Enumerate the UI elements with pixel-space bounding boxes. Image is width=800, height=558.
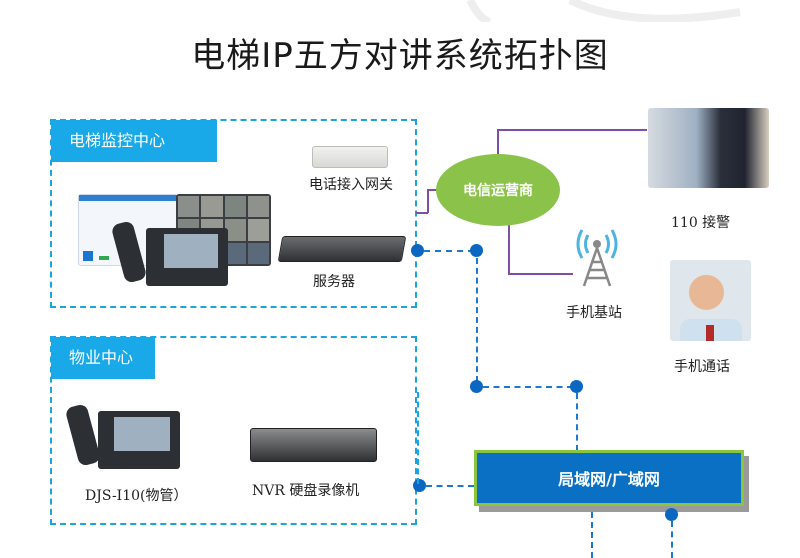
label-nvr: NVR 硬盘录像机	[252, 483, 360, 499]
connector-node	[411, 244, 424, 257]
link-dashed	[476, 258, 478, 382]
link-dashed	[591, 512, 593, 558]
connector-node	[470, 244, 483, 257]
connector-node	[413, 479, 426, 492]
link-telecom-to-police	[497, 129, 647, 131]
link-telecom-to-tower	[508, 273, 573, 275]
page-title: 电梯IP五方对讲系统拓扑图	[191, 36, 609, 76]
label-server: 服务器	[313, 274, 355, 290]
label-base-station: 手机基站	[566, 305, 622, 321]
link-dashed	[671, 521, 673, 558]
cell-tower-icon	[576, 229, 618, 287]
rack-server-icon	[277, 236, 407, 262]
link-telecom-up	[497, 129, 499, 165]
label-mobile-call: 手机通话	[674, 359, 730, 375]
connector-node	[570, 380, 583, 393]
zone-tag-monitor-center: 电梯监控中心	[51, 120, 217, 162]
video-phone-icon-property	[64, 403, 182, 471]
zone-property-center	[50, 336, 417, 525]
link-dashed	[576, 393, 578, 451]
background-arcs	[466, 0, 741, 22]
connector-node	[470, 380, 483, 393]
label-djs-phone: DJS-I10(物管）	[85, 488, 188, 504]
gateway-device-icon	[312, 146, 388, 168]
link-telecom-left-b	[427, 189, 429, 213]
man-on-phone-photo	[670, 260, 751, 341]
node-telecom-operator: 电信运营商	[436, 154, 560, 226]
connector-node	[665, 508, 678, 521]
video-phone-icon	[110, 220, 230, 288]
zone-tag-property-center: 物业中心	[51, 337, 155, 379]
link-dashed	[483, 386, 573, 388]
nvr-recorder-icon	[250, 428, 377, 462]
label-phone-gateway: 电话接入网关	[309, 177, 393, 193]
link-dashed	[417, 392, 419, 484]
label-police: 110 接警	[671, 215, 731, 231]
link-dashed	[426, 485, 474, 487]
node-lan-wan: 局域网/广域网	[474, 450, 744, 506]
link-dashed	[424, 250, 474, 252]
link-telecom-left-c	[427, 189, 439, 191]
link-telecom-down	[508, 220, 510, 274]
link-telecom-left-a	[416, 212, 428, 214]
police-operator-photo	[648, 108, 769, 188]
